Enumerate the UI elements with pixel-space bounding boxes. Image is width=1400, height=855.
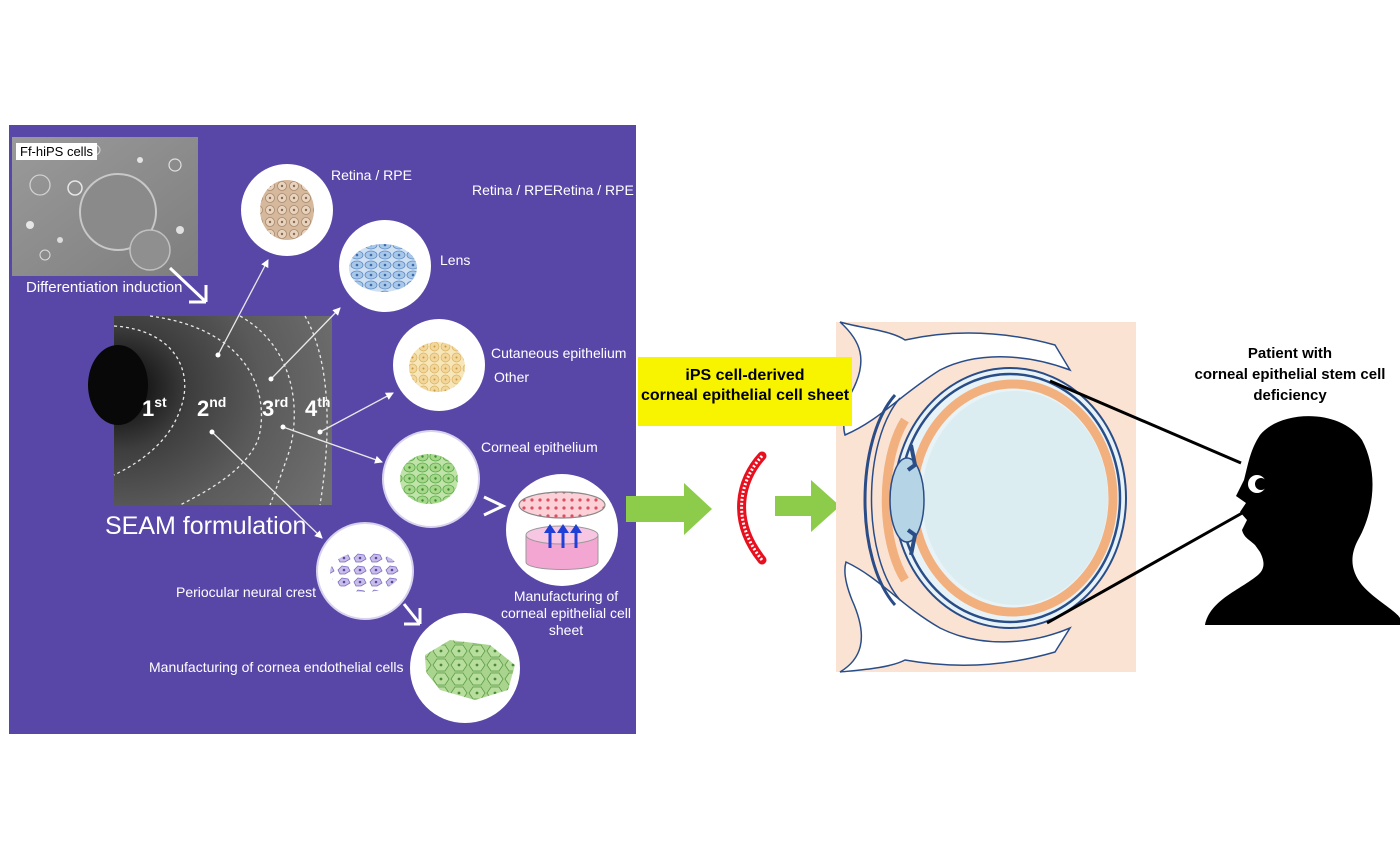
- seam-micrograph: [88, 315, 332, 506]
- seam-formulation-label: SEAM formulation: [105, 512, 307, 540]
- zone-2-label: 2nd: [197, 394, 226, 421]
- green-arrow-1: [626, 483, 712, 535]
- cutaneous-epithelium-cells: [393, 319, 485, 411]
- cornea-endothelial-cells: [410, 613, 520, 723]
- differentiation-arrow: [168, 266, 208, 304]
- chevron-to-endothelial: [402, 603, 422, 626]
- patient-silhouette: [1205, 416, 1400, 625]
- chevron-to-dish: [483, 495, 507, 517]
- patient-label-line3: deficiency: [1253, 387, 1327, 404]
- periocular-neural-crest-cells: [316, 522, 414, 620]
- patient-label-line1: Patient with: [1247, 345, 1333, 362]
- ips-cells-tag: Ff-hiPS cells: [16, 143, 97, 160]
- cell-sheet-icon: [737, 451, 767, 565]
- zone-4-label: 4th: [305, 394, 330, 421]
- cell-sheet-title-line1: iPS cell-derived: [685, 367, 805, 384]
- sheet-manufacturing-label: Manufacturing of corneal epithelial cell…: [501, 588, 631, 638]
- patient-label-line2: corneal epithelial stem cell: [1194, 366, 1386, 383]
- corneal-epithelium-label: Corneal epithelium: [481, 439, 598, 455]
- sight-line-upper: [1049, 379, 1242, 465]
- other-label: Other: [494, 369, 530, 385]
- eye-cross-section: [836, 321, 1136, 673]
- lens-cells: [339, 220, 431, 312]
- retina-rpe-cells: [241, 164, 333, 256]
- corneal-epithelium-cells: [382, 430, 480, 528]
- lineage-connectors: [211, 259, 394, 539]
- zone-3-label: 3rd: [262, 394, 288, 421]
- retina-rpe-label: Retina / RPE: [331, 167, 412, 183]
- lens-label: Lens: [440, 252, 471, 268]
- connector-dots: [209, 352, 323, 435]
- periocular-neural-crest-label: Periocular neural crest: [176, 584, 317, 600]
- patient-label: Patient with corneal epithelial stem cel…: [1180, 343, 1400, 406]
- green-arrow-2: [775, 480, 840, 532]
- sight-line-lower: [1046, 510, 1245, 625]
- culture-dish: [506, 474, 618, 586]
- cell-sheet-highlight-box: iPS cell-derived corneal epithelial cell…: [638, 357, 852, 426]
- cutaneous-epithelium-label: Cutaneous epithelium: [491, 345, 627, 361]
- endothelial-manufacturing-label: Manufacturing of cornea endothelial cell…: [149, 659, 404, 675]
- cell-sheet-title-line2: corneal epithelial cell sheet: [640, 387, 850, 404]
- top-right-label: Retina / RPERetina / RPE: [472, 182, 634, 198]
- ips-cells-micrograph: [12, 137, 198, 276]
- zone-1-label: 1st: [142, 394, 167, 421]
- differentiation-label: Differentiation induction: [26, 279, 183, 296]
